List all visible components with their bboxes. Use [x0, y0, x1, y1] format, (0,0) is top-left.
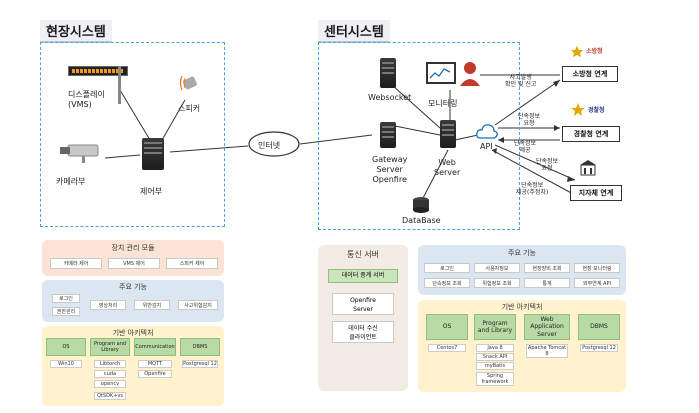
arch-item: Spring framework — [476, 372, 514, 386]
camera-icon — [58, 142, 100, 164]
function-item: 위험정보 조회 — [474, 278, 520, 288]
internet-cloud-icon — [248, 130, 300, 158]
device-module-title: 장치 관리 모듈 — [111, 244, 155, 252]
function-item: 영상처리 — [90, 300, 126, 310]
arch-item: myBatis — [476, 362, 514, 370]
websocket-label: Websocket — [368, 93, 412, 102]
function-item: 로그인 — [424, 263, 470, 273]
monitoring-label: 모니터링 — [428, 99, 458, 108]
report-arrow-label: 사고발생 확인 및 신고 — [505, 74, 537, 88]
arch-dbms: DBMS — [180, 338, 220, 356]
police-provide-label: 단속정보 제공 — [514, 140, 537, 154]
local-gov-building-icon — [580, 160, 596, 176]
function-item: 현장장비 조회 — [524, 263, 570, 273]
web-server-label: Web Server — [434, 158, 461, 177]
arch-item: Java 8 — [476, 344, 514, 352]
arch-os: OS — [46, 338, 86, 356]
fire-agency-logo: 소방청 — [570, 44, 610, 58]
center-function-panel: 주요 기능 로그인 사용자정보 현장장비 조회 현장 모니터링 단속정보 조회 … — [418, 245, 626, 295]
arch-item: Postgresql 12 — [182, 360, 218, 368]
monitoring-screen-icon — [426, 62, 456, 84]
web-server-icon — [440, 120, 456, 148]
field-system-title: 현장시스템 — [40, 20, 112, 43]
function-item: 사용자정보 — [474, 263, 520, 273]
field-function-title: 주요 기능 — [119, 283, 147, 291]
vms-display-icon — [68, 66, 128, 76]
function-item: 로그인 — [52, 294, 80, 303]
police-agency-logo: 경찰청 — [570, 102, 614, 118]
speaker-label: 스피커 — [178, 104, 201, 113]
police-agency-link: 경찰청 연계 — [562, 126, 620, 142]
database-icon — [412, 196, 430, 214]
arch-item: Libtorch — [94, 360, 126, 368]
center-arch-panel: 기반 아키텍처 OS Centos7 Program and Library J… — [418, 300, 626, 392]
arch-item: MQTT — [138, 360, 172, 368]
comm-server-title: 통신 서버 — [347, 250, 379, 259]
function-item: 위반감지 — [134, 300, 170, 310]
speaker-icon — [179, 72, 202, 94]
arch-os: OS — [426, 314, 468, 340]
vms-label: 디스플레이 (VMS) — [68, 90, 105, 109]
gateway-label: Gateway Server Openfire — [372, 155, 408, 184]
openfire-server-box: Openfire Server — [332, 293, 394, 315]
websocket-server-icon — [380, 58, 396, 88]
arch-dbms: DBMS — [578, 314, 620, 340]
arch-was: Web Application Server — [524, 314, 570, 340]
arch-item: QtSDK+vs — [94, 392, 126, 400]
local-request-label: 단속정보 요청 — [536, 158, 559, 172]
local-gov-link: 지자체 연계 — [570, 185, 622, 201]
device-item: VMS 제어 — [108, 258, 160, 269]
field-arch-panel: 기반 아키텍처 OS Win10 Program and Library Lib… — [42, 326, 224, 406]
field-arch-title: 기반 아키텍처 — [112, 329, 154, 337]
function-item: 단속정보 조회 — [424, 278, 470, 288]
device-item: 카메라 제어 — [50, 258, 102, 269]
local-provide-label: 단속정보 제공(주정차) — [516, 182, 549, 196]
center-function-title: 주요 기능 — [508, 249, 536, 257]
arch-item: Openfire — [138, 370, 172, 378]
function-item: 사고위험감지 — [178, 300, 218, 310]
arch-item: Win10 — [50, 360, 82, 368]
api-cloud-icon — [476, 122, 498, 140]
device-item: 스피커 제어 — [166, 258, 218, 269]
gateway-server-icon — [380, 122, 396, 148]
arch-item: opencv — [94, 380, 126, 388]
arch-item: Centos7 — [428, 344, 466, 352]
police-request-label: 단속정보 요청 — [518, 113, 541, 127]
arch-item: Snack API — [476, 353, 514, 361]
center-arch-title: 기반 아키텍처 — [501, 303, 543, 311]
arch-program: Program and Library — [474, 314, 516, 340]
controller-server-icon — [142, 138, 164, 170]
center-system-box — [318, 42, 520, 230]
device-module-panel: 장치 관리 모듈 카메라 제어 VMS 제어 스피커 제어 — [42, 240, 224, 276]
database-label: DataBase — [402, 216, 441, 225]
controller-label: 제어부 — [140, 187, 163, 196]
comm-server-panel: 통신 서버 데이터 중계 서버 Openfire Server 데이터 수신 클… — [318, 245, 408, 391]
function-item: 권한관리 — [52, 307, 80, 316]
arch-comm: Communication — [134, 338, 176, 356]
camera-label: 카메라부 — [56, 177, 86, 186]
api-label: API — [480, 142, 493, 151]
function-item: 현장 모니터링 — [574, 263, 620, 273]
relay-server-box: 데이터 중계 서버 — [328, 269, 398, 283]
function-item: 통계 — [524, 278, 570, 288]
fire-agency-link: 소방청 연계 — [562, 66, 618, 82]
arch-item: Apache Tomcat 8 — [526, 344, 568, 358]
arch-item: cuda — [94, 370, 126, 378]
data-client-box: 데이터 수신 클라이언트 — [332, 321, 394, 343]
operator-icon — [458, 60, 482, 86]
center-system-title: 센터시스템 — [318, 20, 390, 43]
arch-item: Postgresql 12 — [580, 344, 618, 352]
function-item: 외부연계 API — [574, 278, 620, 288]
internet-label: 인터넷 — [258, 141, 281, 150]
arch-program: Program and Library — [90, 338, 130, 356]
vms-pole — [118, 66, 121, 104]
field-function-panel: 주요 기능 로그인 권한관리 영상처리 위반감지 사고위험감지 — [42, 280, 224, 322]
field-system-box — [40, 42, 225, 227]
